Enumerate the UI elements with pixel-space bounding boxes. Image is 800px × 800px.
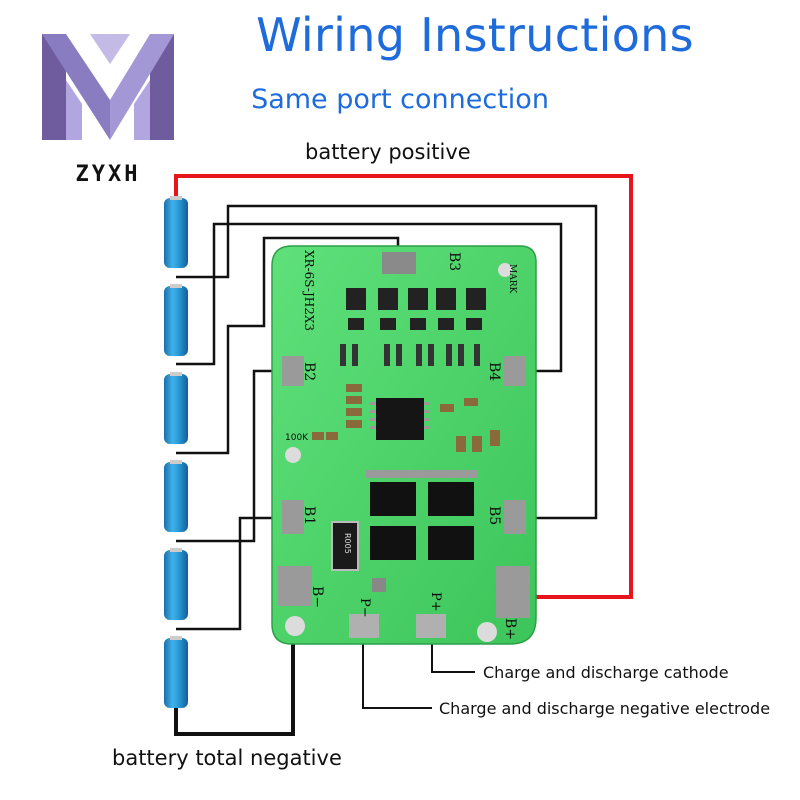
pad-b2 [282,356,304,386]
pad-b3 [382,252,416,274]
board-text: XR-6S-JH2X3 MARK B3 B2 B4 B1 B5 B− B+ P−… [285,250,518,640]
zyxh-logo-mark [42,34,174,140]
charge-discharge-negative-label: Charge and discharge negative electrode [439,699,771,718]
battery-stack [164,196,188,708]
pad-b5 [504,500,526,534]
wire-tap-b4 [176,222,563,373]
page-title: Wiring Instructions [256,8,694,62]
wire-p-minus [362,638,432,709]
wire-tap-b3 [176,236,400,455]
mounting-hole [285,447,301,463]
pad-p-plus-label: P+ [428,592,443,612]
board-mark-text: MARK [507,264,517,293]
pad-b1 [282,500,304,534]
resistor-100k-label: 100K [285,433,309,443]
wire-battery-negative [174,605,295,736]
pad-b4 [504,356,526,386]
battery-cell-3 [164,372,188,444]
battery-total-negative-label: battery total negative [112,746,342,770]
component-row-top [346,288,486,330]
charge-discharge-cathode-label: Charge and discharge cathode [483,663,729,682]
resistor-row [340,344,480,366]
wire-tap-b5 [176,204,598,520]
wire-battery-positive [174,174,633,599]
pad-b4-label: B4 [486,362,502,381]
battery-cell-5 [164,548,188,620]
wire-p-plus [431,638,475,673]
bms-board [271,245,537,645]
pad-b-plus-label: B+ [502,618,518,640]
logo-text: ZYXH [75,162,141,187]
battery-cell-6 [164,636,188,708]
board-model-text: XR-6S-JH2X3 [302,250,316,331]
pad-b-plus [496,566,530,618]
mosfet-group [366,470,478,560]
pad-b3-label: B3 [446,252,462,271]
pad-b-minus-label: B− [309,586,325,608]
pad-p-minus-label: P− [357,598,372,618]
shunt-resistor [331,521,359,571]
pad-b5-label: B5 [486,506,502,525]
pad-p-minus [349,614,379,638]
wire-tap-b1 [176,516,288,631]
battery-cell-4 [164,460,188,532]
battery-cell-2 [164,284,188,356]
mounting-hole [498,263,512,277]
pad-b2-label: B2 [301,362,317,381]
control-ic [376,398,424,440]
mounting-hole [285,616,305,636]
page-subtitle: Same port connection [251,84,549,115]
pad-b-minus [278,566,312,606]
battery-cell-1 [164,196,188,268]
mounting-hole [477,622,497,642]
wire-tap-b2 [176,369,288,543]
pad-b1-label: B1 [301,506,317,525]
pad-p-plus [416,614,446,638]
battery-positive-label: battery positive [305,140,471,164]
shunt-code-label: R005 [343,533,352,554]
wires [174,174,633,736]
